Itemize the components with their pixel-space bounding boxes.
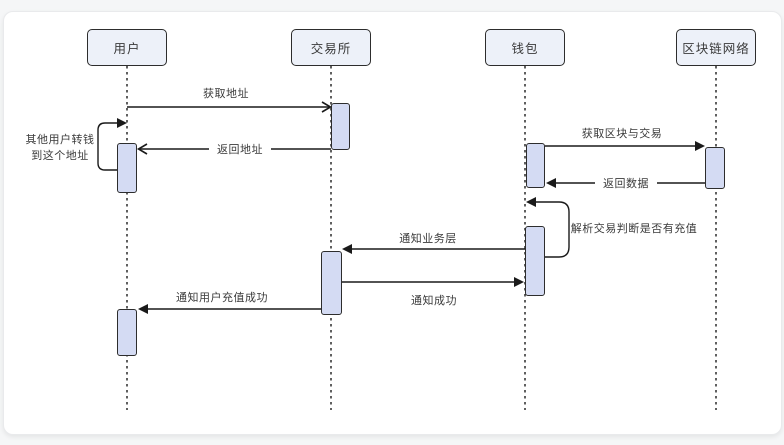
label-return-address: 返回地址 xyxy=(209,141,271,157)
arrow-notify-business xyxy=(342,244,525,254)
activation-wallet-1 xyxy=(526,143,545,188)
arrow-get-address xyxy=(127,101,333,113)
activation-user-1 xyxy=(117,143,137,193)
label-external-transfer-line2: 到这个地址 xyxy=(31,150,89,162)
label-get-blocks: 获取区块与交易 xyxy=(581,128,663,140)
label-get-address: 获取地址 xyxy=(203,88,249,100)
activation-wallet-2 xyxy=(525,226,545,296)
arrow-notify-user-deposit xyxy=(138,304,321,314)
actor-blockchain-label: 区块链网络 xyxy=(682,42,750,56)
label-notify-business: 通知业务层 xyxy=(399,233,457,245)
arrow-notify-success xyxy=(342,277,524,287)
actor-exchange: 交易所 xyxy=(291,29,371,66)
label-parse-transaction: 解析交易判断是否有充值 xyxy=(570,223,698,235)
diagram-card xyxy=(3,11,782,435)
label-return-data: 返回数据 xyxy=(595,175,657,191)
actor-user-label: 用户 xyxy=(113,42,141,56)
activation-user-2 xyxy=(117,309,137,356)
arrow-parse-transaction-loop xyxy=(526,197,570,258)
arrow-get-blocks xyxy=(545,141,705,151)
label-external-transfer: 其他用户转钱 到这个地址 xyxy=(26,132,95,164)
arrow-external-transfer-loop xyxy=(97,118,127,171)
actor-user: 用户 xyxy=(87,29,167,66)
activation-blockchain-1 xyxy=(705,147,725,189)
label-notify-user-deposit: 通知用户充值成功 xyxy=(176,292,268,304)
actor-blockchain: 区块链网络 xyxy=(676,29,756,66)
label-notify-success: 通知成功 xyxy=(411,295,457,307)
actor-wallet-label: 钱包 xyxy=(511,42,539,56)
label-external-transfer-line1: 其他用户转钱 xyxy=(25,134,95,146)
activation-exchange-2 xyxy=(321,251,342,315)
activation-exchange-1 xyxy=(331,103,350,150)
actor-wallet: 钱包 xyxy=(485,29,565,66)
actor-exchange-label: 交易所 xyxy=(310,42,352,56)
